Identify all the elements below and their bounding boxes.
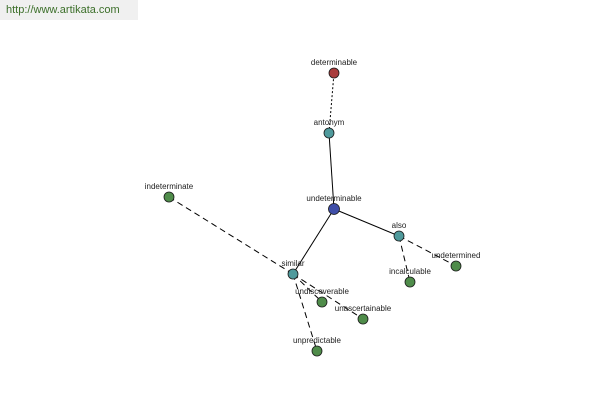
node-dot-similar[interactable] <box>287 268 299 280</box>
node-indeterminate[interactable]: indeterminate <box>145 182 194 203</box>
edge-similar-undiscoverable <box>292 273 323 303</box>
edge-undeterminable-also <box>333 208 400 237</box>
node-label-undiscoverable[interactable]: undiscoverable <box>295 287 349 296</box>
site-url-link[interactable]: http://www.artikata.com <box>6 4 120 16</box>
node-label-undetermined[interactable]: undetermined <box>432 251 481 260</box>
node-label-also[interactable]: also <box>392 221 407 230</box>
node-label-incalculable[interactable]: incalculable <box>389 267 431 276</box>
node-label-determinable[interactable]: determinable <box>311 58 358 67</box>
node-dot-indeterminate[interactable] <box>163 191 175 203</box>
node-dot-determinable[interactable] <box>328 67 340 79</box>
edge-similar-unpredictable <box>292 273 318 352</box>
edge-undeterminable-antonym <box>328 132 335 210</box>
node-label-indeterminate[interactable]: indeterminate <box>145 182 194 191</box>
node-determinable[interactable]: determinable <box>311 58 358 79</box>
node-undiscoverable[interactable]: undiscoverable <box>295 287 349 308</box>
graph-edges <box>168 72 457 352</box>
node-undeterminable[interactable]: undeterminable <box>306 194 362 215</box>
node-label-antonym[interactable]: antonym <box>314 118 345 127</box>
node-label-unpredictable[interactable]: unpredictable <box>293 336 342 345</box>
edge-similar-unascertainable <box>292 273 364 320</box>
graph-nodes: undeterminable antonym determinable also sim… <box>145 58 481 357</box>
node-unascertainable[interactable]: unascertainable <box>335 304 392 325</box>
node-antonym[interactable]: antonym <box>314 118 345 139</box>
node-also[interactable]: also <box>392 221 407 242</box>
node-dot-incalculable[interactable] <box>404 276 416 288</box>
node-dot-unascertainable[interactable] <box>357 313 369 325</box>
node-dot-undeterminable[interactable] <box>328 203 340 215</box>
node-label-similar[interactable]: similar <box>281 259 304 268</box>
edge-also-incalculable <box>398 235 411 283</box>
node-undetermined[interactable]: undetermined <box>432 251 481 272</box>
site-url-bar: http://www.artikata.com <box>0 0 138 20</box>
node-dot-undiscoverable[interactable] <box>316 296 328 308</box>
node-incalculable[interactable]: incalculable <box>389 267 431 288</box>
edge-undeterminable-similar <box>292 208 335 275</box>
node-dot-unpredictable[interactable] <box>311 345 323 357</box>
node-similar[interactable]: similar <box>281 259 305 280</box>
node-unpredictable[interactable]: unpredictable <box>293 336 342 357</box>
node-label-undeterminable[interactable]: undeterminable <box>306 194 362 203</box>
node-label-unascertainable[interactable]: unascertainable <box>335 304 392 313</box>
edge-similar-indeterminate <box>168 196 294 275</box>
edge-also-undetermined <box>398 235 457 267</box>
node-dot-antonym[interactable] <box>323 127 335 139</box>
node-dot-also[interactable] <box>393 230 405 242</box>
node-dot-undetermined[interactable] <box>450 260 462 272</box>
